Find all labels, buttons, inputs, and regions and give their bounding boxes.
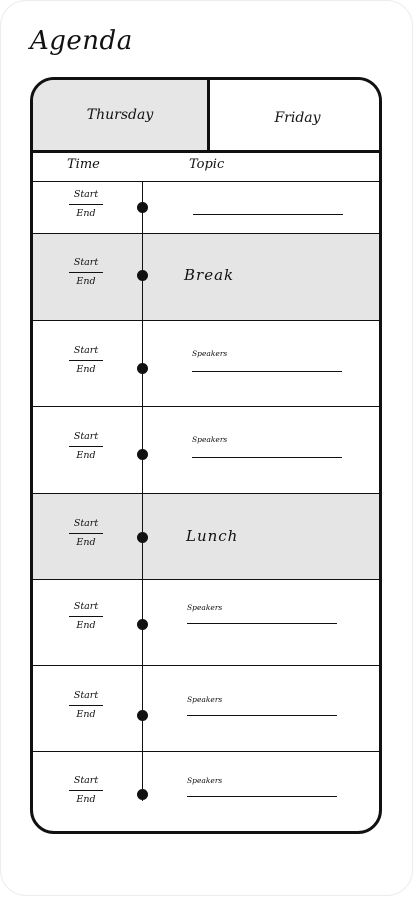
time-end-label: End: [76, 709, 96, 720]
speakers-line[interactable]: [187, 715, 337, 716]
time-start-label: Start: [73, 345, 99, 356]
time-slot[interactable]: Start End: [69, 601, 103, 631]
time-start-label: Start: [73, 189, 99, 200]
time-slot[interactable]: Start End: [69, 189, 103, 219]
page-title: Agenda: [30, 26, 133, 56]
time-slot[interactable]: Start End: [69, 257, 103, 287]
speakers-label: Speakers: [187, 695, 223, 704]
agenda-row-7: Start End Speakers: [33, 666, 379, 752]
column-header-time: Time: [67, 157, 100, 172]
time-start-label: Start: [73, 257, 99, 268]
agenda-card: Thursday Friday Time Topic Start End Sta…: [30, 77, 382, 834]
time-slot[interactable]: Start End: [69, 345, 103, 375]
agenda-row-6: Start End Speakers: [33, 580, 379, 666]
lunch-label: Lunch: [186, 527, 239, 545]
time-divider: [69, 533, 103, 534]
time-divider: [69, 790, 103, 791]
tab-thursday[interactable]: Thursday: [33, 80, 210, 150]
time-end-label: End: [76, 364, 96, 375]
time-divider: [69, 360, 103, 361]
topic-line[interactable]: [193, 214, 343, 215]
timeline-line: [142, 181, 143, 801]
speakers-label: Speakers: [187, 776, 223, 785]
tab-friday[interactable]: Friday: [210, 80, 379, 150]
agenda-row-3: Start End Speakers: [33, 321, 379, 407]
time-end-label: End: [76, 276, 96, 287]
time-slot[interactable]: Start End: [69, 518, 103, 548]
agenda-row-8: Start End Speakers: [33, 752, 379, 831]
time-slot[interactable]: Start End: [69, 431, 103, 461]
agenda-row-1: Start End: [33, 181, 379, 234]
time-slot[interactable]: Start End: [69, 690, 103, 720]
speakers-line[interactable]: [192, 457, 342, 458]
time-start-label: Start: [73, 690, 99, 701]
break-label: Break: [184, 266, 235, 284]
speakers-label: Speakers: [192, 349, 228, 358]
time-divider: [69, 272, 103, 273]
time-start-label: Start: [73, 518, 99, 529]
speakers-line[interactable]: [187, 796, 337, 797]
column-header-topic: Topic: [189, 157, 225, 172]
time-start-label: Start: [73, 775, 99, 786]
speakers-line[interactable]: [187, 623, 337, 624]
speakers-label: Speakers: [192, 435, 228, 444]
column-header-row: Time Topic: [33, 150, 379, 182]
time-end-label: End: [76, 620, 96, 631]
time-end-label: End: [76, 208, 96, 219]
time-divider: [69, 705, 103, 706]
agenda-row-lunch: Start End Lunch: [33, 494, 379, 580]
time-divider: [69, 616, 103, 617]
time-divider: [69, 446, 103, 447]
time-end-label: End: [76, 537, 96, 548]
agenda-row-4: Start End Speakers: [33, 407, 379, 494]
speakers-line[interactable]: [192, 371, 342, 372]
time-slot[interactable]: Start End: [69, 775, 103, 805]
time-divider: [69, 204, 103, 205]
time-end-label: End: [76, 794, 96, 805]
time-end-label: End: [76, 450, 96, 461]
agenda-row-break: Start End Break: [33, 234, 379, 321]
time-start-label: Start: [73, 601, 99, 612]
speakers-label: Speakers: [187, 603, 223, 612]
day-tabs: Thursday Friday: [33, 80, 379, 153]
time-start-label: Start: [73, 431, 99, 442]
